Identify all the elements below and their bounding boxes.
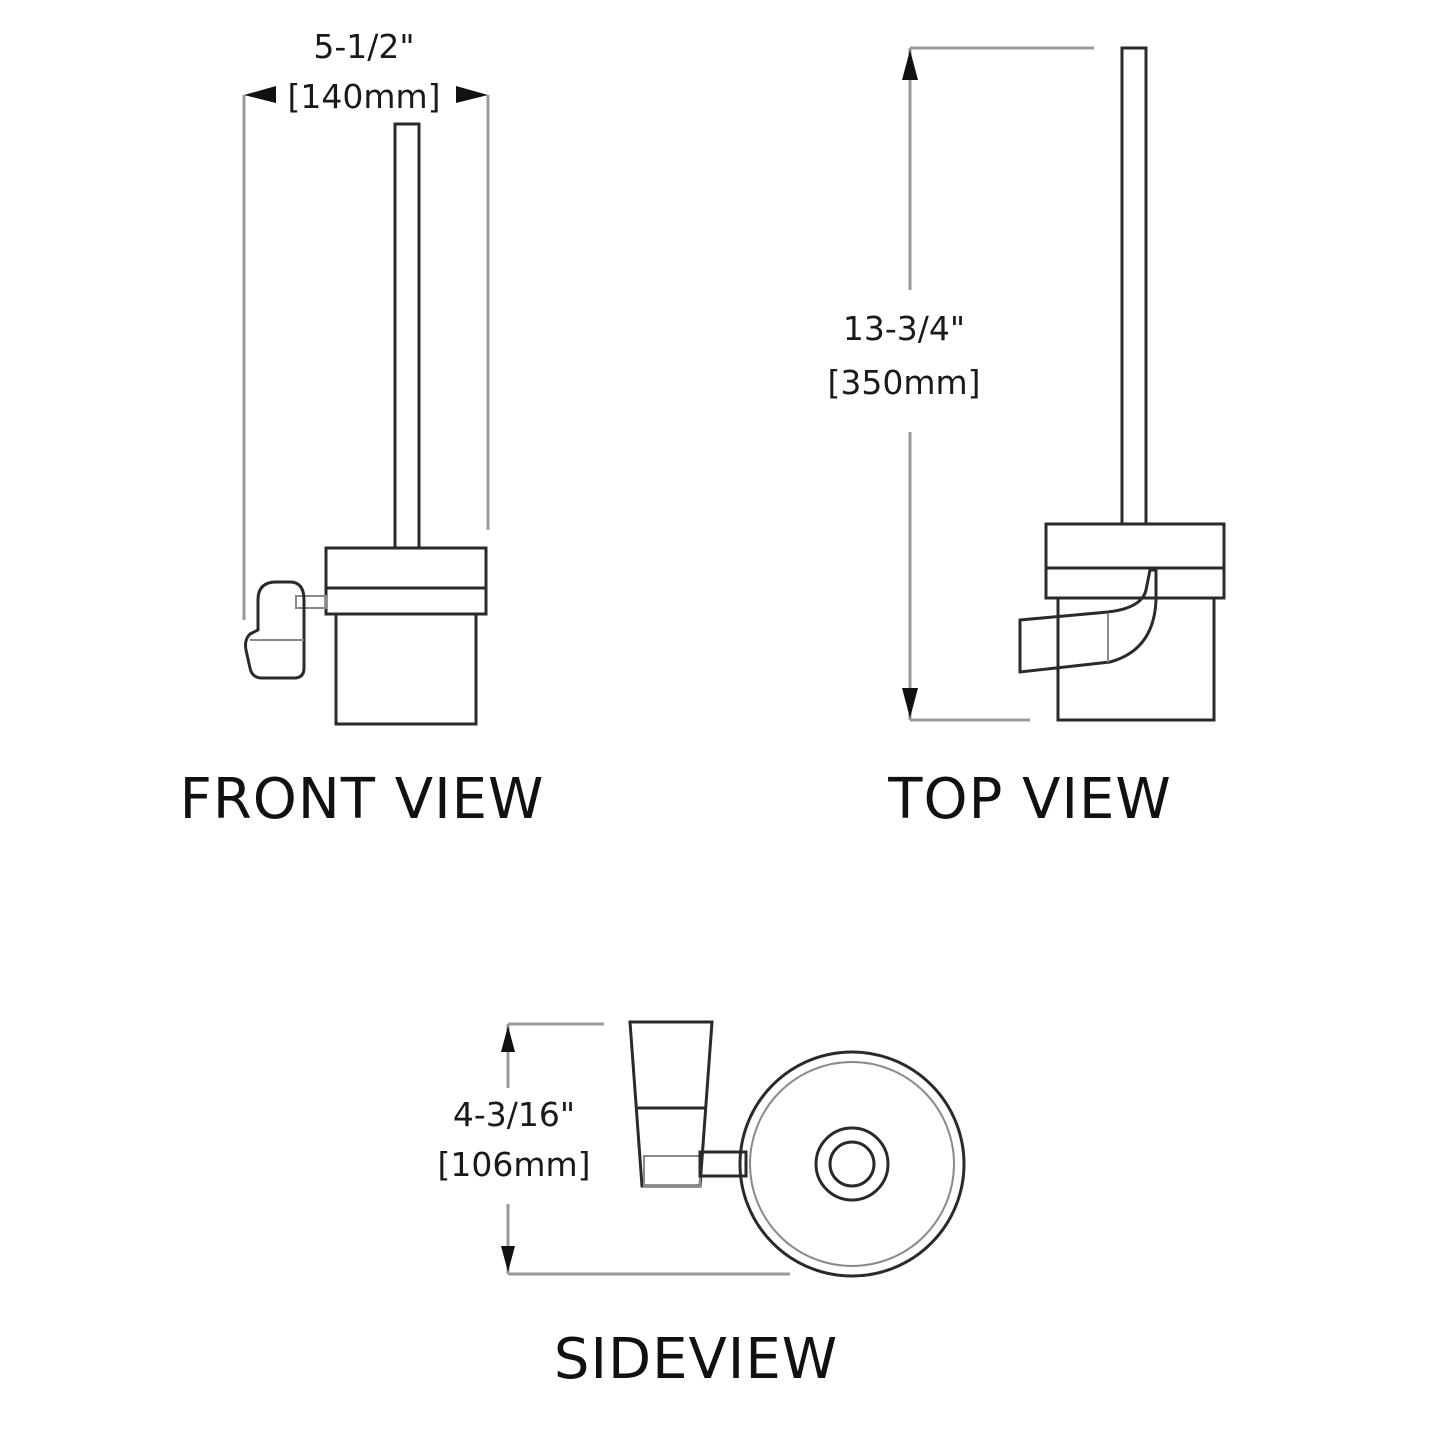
top-lid-band — [1044, 566, 1226, 600]
side-rosette-screw — [828, 1140, 876, 1188]
side-cup-base — [643, 1155, 701, 1187]
side-view-depth-dimension: 4-3/16" [106mm] — [437, 1022, 790, 1276]
side-view-title: SIDEVIEW — [554, 1327, 838, 1392]
top-brush-handle — [1120, 46, 1148, 526]
side-dim-arrow-top — [501, 1026, 515, 1052]
top-view: 13-3/4" [350mm] TOP VIEW — [827, 46, 1226, 832]
top-cup — [1056, 596, 1216, 722]
side-rosette-outer — [738, 1050, 966, 1278]
front-view-width-dimension: 5-1/2" [140mm] — [242, 27, 490, 620]
front-lid-band — [324, 586, 488, 616]
front-view: 5-1/2" [140mm] FRONT VIEW — [180, 27, 545, 832]
front-lid — [324, 546, 488, 590]
top-view-height-dimension: 13-3/4" [350mm] — [827, 46, 1094, 722]
side-rosette-boss — [814, 1126, 890, 1202]
top-view-title: TOP VIEW — [887, 767, 1171, 832]
top-dim-arrow-bottom — [902, 688, 918, 718]
front-arm — [295, 595, 327, 609]
front-dim-arrow-left — [244, 86, 276, 103]
front-view-title: FRONT VIEW — [180, 767, 545, 832]
top-dim-arrow-top — [902, 50, 918, 80]
front-cup — [334, 612, 478, 726]
top-dim-imperial: 13-3/4" — [843, 309, 965, 348]
top-lid — [1044, 522, 1226, 570]
side-dim-metric: [106mm] — [437, 1145, 590, 1184]
side-rosette-inner — [749, 1061, 955, 1267]
side-view: 4-3/16" [106mm] SIDEVIEW — [437, 1020, 966, 1392]
side-arm — [698, 1150, 748, 1178]
side-dim-arrow-bottom — [501, 1246, 515, 1272]
front-dim-arrow-right — [456, 86, 488, 103]
side-dim-imperial: 4-3/16" — [453, 1095, 575, 1134]
front-brush-handle — [393, 122, 421, 550]
top-arm-bracket — [1018, 568, 1158, 674]
front-wall-mount — [244, 580, 306, 680]
front-dim-imperial: 5-1/2" — [313, 27, 414, 66]
front-dim-metric: [140mm] — [287, 77, 440, 116]
top-dim-metric: [350mm] — [827, 363, 980, 402]
